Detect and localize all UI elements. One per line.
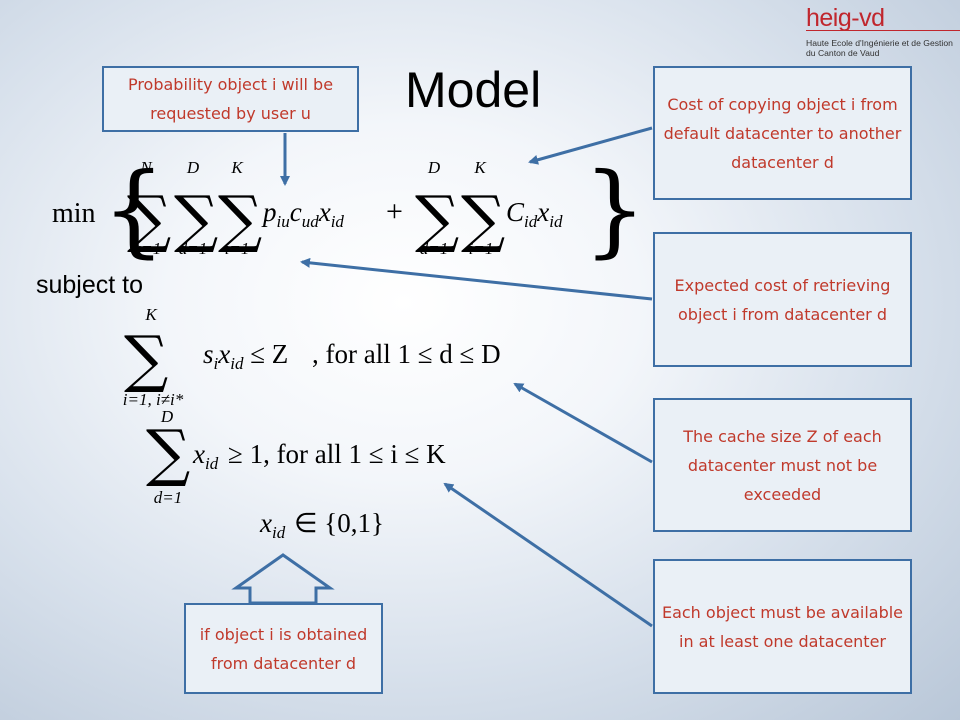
constraint2-sum-upper: D [160,407,174,426]
constraint2-sum-symbol: ∑ [146,416,190,489]
sum-i2-upper: K [473,158,487,177]
logo-subtitle: Haute Ecole d'Ingénierie et de Gestion d… [806,38,960,58]
constraint2-sum-lower: d=1 [154,488,182,507]
callout-availability: Each object must be available in at leas… [653,559,912,694]
close-brace: } [583,151,647,268]
logo-divider [806,30,960,31]
sum-i2-symbol: ∑ [461,182,505,255]
objective-term-1: piucudxid [261,197,344,231]
constraint2-condition: ≥ 1, for all 1 ≤ i ≤ K [228,439,446,469]
constraint1-sum-upper: K [144,305,158,324]
constraint1-lhs: sixid ≤ Z [203,339,288,373]
callout-retrieval-cost: Expected cost of retrieving object i fro… [653,232,912,367]
sum-i2-lower: i=1 [469,239,494,258]
constraint2-variable: xid [192,439,219,473]
min-operator: min [52,198,96,229]
logo-subtitle-line1: Haute Ecole d'Ingénierie et de Gestion [806,38,953,48]
sum-d-symbol: ∑ [174,182,218,255]
constraint1-sum-symbol: ∑ [124,322,168,395]
sum-i-lower: i=1 [225,239,250,258]
constraint3-condition: ∈ {0,1} [294,508,384,538]
sum-d2-symbol: ∑ [415,182,459,255]
hollow-up-arrow [231,553,335,605]
logo-name: heig-vd [806,4,885,32]
callout-probability: Probability object i will be requested b… [102,66,359,132]
sum-d2-lower: d=1 [420,239,448,258]
objective-term-2: Cidxid [506,197,563,231]
callout-copy-cost: Cost of copying object i from default da… [653,66,912,200]
constraint1-condition: , for all 1 ≤ d ≤ D [312,339,501,369]
constraint3-variable: xid [259,508,286,542]
sum-i-symbol: ∑ [218,182,262,255]
arrow-availability [443,482,653,628]
constraint1-sum-lower: i=1, i≠i* [123,390,184,409]
subject-to-label: subject to [36,271,144,299]
plus-operator: + [386,195,403,228]
sum-u-symbol: ∑ [127,182,171,255]
arrow-copy-cost [528,126,653,165]
sum-u-upper: N [139,158,153,177]
callout-obtained: if object i is obtained from datacenter … [184,603,383,694]
sum-u-lower: u=1 [133,239,161,258]
sum-d2-upper: D [427,158,441,177]
open-brace: { [102,151,166,268]
logo-subtitle-line2: du Canton de Vaud [806,48,880,58]
sum-d-lower: d=1 [179,239,207,258]
sum-d-upper: D [186,158,200,177]
callout-cache-size: The cache size Z of each datacenter must… [653,398,912,532]
heig-vd-logo: heig-vd Haute Ecole d'Ingénierie et de G… [806,4,960,58]
arrow-cache-size [513,382,653,464]
sum-i-upper: K [230,158,244,177]
arrow-retrieval-cost [300,257,653,301]
slide-title: Model [405,62,542,118]
